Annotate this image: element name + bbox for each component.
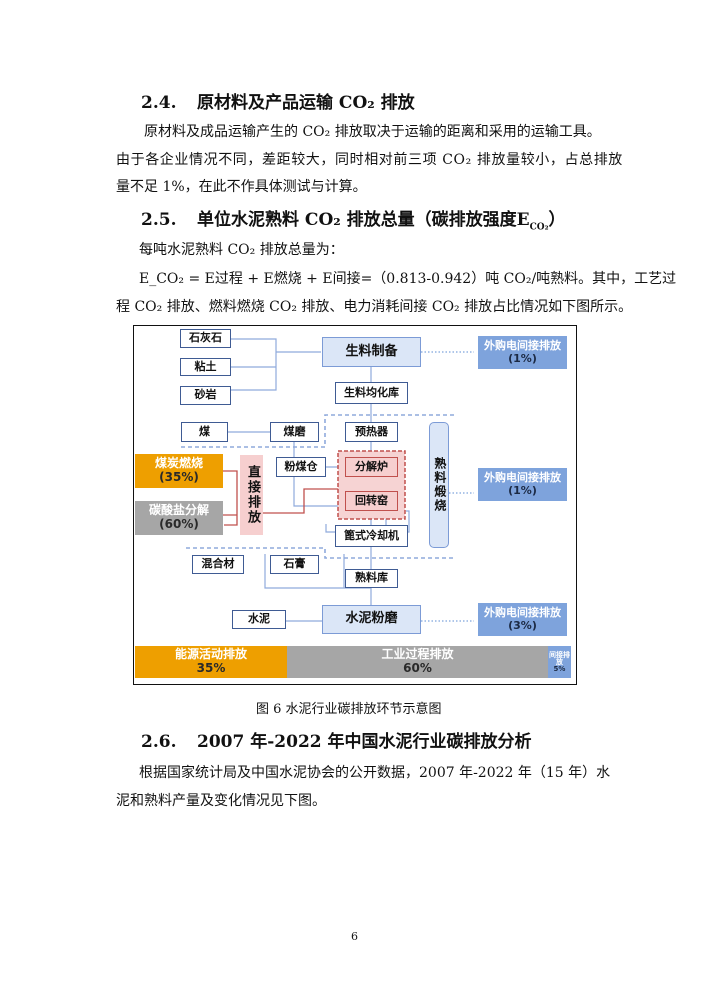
carbonate-decomposition-share: 碳酸盐分解(60%)	[135, 501, 223, 535]
raw-material-lines	[231, 338, 321, 391]
label: 外购电间接排放	[484, 338, 561, 352]
box-kiln: 回转窑	[345, 491, 398, 511]
percent: (60%)	[159, 517, 199, 531]
percent: (1%)	[508, 483, 537, 497]
box-calciner: 分解炉	[345, 457, 398, 477]
label: 碳酸盐分解	[148, 503, 209, 518]
box-direct-emission: 直接排放	[240, 455, 263, 535]
indirect-electricity-3: 外购电间接排放(3%)	[478, 603, 567, 636]
coal-lines	[228, 431, 410, 533]
box-pc-bin: 粉煤仓	[276, 457, 326, 477]
section-heading-2-5: 2.5. 单位水泥熟料 CO₂ 排放总量（碳排放强度ECO₂）	[141, 205, 566, 232]
label: 外购电间接排放	[484, 470, 561, 484]
box-cement: 水泥	[232, 610, 286, 629]
section-title: 单位水泥熟料 CO₂ 排放总量（碳排放强度E	[197, 210, 530, 230]
paragraph-line: 原材料及成品运输产生的 CO₂ 排放取决于运输的距离和采用的运输工具。	[144, 124, 601, 140]
section-number: 2.5.	[141, 210, 177, 230]
section-title: 原材料及产品运输 CO₂ 排放	[197, 93, 415, 113]
percent: (3%)	[508, 618, 537, 632]
paragraph-line: 泥和熟料产量及变化情况见下图。	[116, 793, 326, 809]
box-sandstone: 砂岩	[180, 386, 231, 405]
direct-emission-lines	[223, 470, 345, 526]
section-number: 2.4.	[141, 93, 177, 113]
percent: (1%)	[508, 351, 537, 365]
figure-caption: 图 6 水泥行业碳排放环节示意图	[256, 702, 442, 717]
box-coal: 煤	[181, 422, 228, 442]
label: 工业过程排放	[381, 647, 454, 662]
box-admixture: 混合材	[192, 555, 244, 574]
box-clinker-calcination: 熟料煅烧	[429, 422, 449, 548]
percent: (35%)	[159, 470, 199, 484]
dashed-boundary-bottom	[186, 547, 455, 559]
box-cooler: 篦式冷却机	[335, 525, 408, 547]
box-clay: 粘土	[180, 358, 231, 376]
label: 能源活动排放	[174, 647, 247, 662]
paragraph-line: 量不足 1%，在此不作具体测试与计算。	[116, 179, 367, 195]
box-limestone: 石灰石	[180, 329, 231, 348]
paragraph-line: 程 CO₂ 排放、燃料燃烧 CO₂ 排放、电力消耗间接 CO₂ 排放占比情况如下…	[116, 299, 633, 315]
coal-combustion-share: 煤炭燃烧(35%)	[135, 454, 223, 488]
box-coal-mill: 煤磨	[270, 422, 319, 442]
label: 外购电间接排放	[484, 605, 561, 619]
indirect-electricity-2: 外购电间接排放(1%)	[478, 468, 567, 501]
box-gypsum: 石膏	[270, 555, 319, 574]
section-heading-2-6: 2.6. 2007 年-2022 年中国水泥行业碳排放分析	[141, 727, 532, 752]
paragraph-line: 根据国家统计局及中国水泥协会的公开数据，2007 年-2022 年（15 年）水	[139, 765, 611, 781]
bracket: ）	[548, 210, 566, 230]
section-heading-2-4: 2.4. 原材料及产品运输 CO₂ 排放	[141, 88, 415, 113]
indirect-electricity-1: 外购电间接排放(1%)	[478, 336, 567, 369]
cement-emission-diagram: 石灰石 粘土 砂岩 生料制备 生料均化库 煤 煤磨 预热器 粉煤仓 分解炉 回转…	[133, 325, 577, 685]
formula-line: E_CO₂ = E过程 + E燃烧 + E间接=（0.813-0.942）吨 C…	[139, 271, 677, 287]
dashed-boundary-top	[181, 414, 455, 448]
paragraph-line: 每吨水泥熟料 CO₂ 排放总量为：	[139, 242, 344, 258]
box-raw-prep: 生料制备	[322, 337, 421, 367]
subscript: CO₂	[529, 222, 549, 233]
percent: 5%	[553, 664, 566, 673]
box-cement-mill: 水泥粉磨	[322, 605, 421, 634]
box-clinker-store: 熟料库	[345, 569, 398, 588]
box-preheater: 预热器	[345, 422, 398, 442]
page-number: 6	[351, 930, 358, 943]
cement-lines	[264, 554, 371, 622]
paragraph-line: 由于各企业情况不同，差距较大，同时相对前三项 CO₂ 排放量较小，占总排放	[116, 152, 623, 168]
percent: 35%	[196, 661, 226, 675]
indirect-dotted-lines	[421, 351, 474, 622]
label: 间接排放	[549, 650, 570, 666]
section-title: 2007 年-2022 年中国水泥行业碳排放分析	[197, 732, 532, 752]
percent: 60%	[403, 661, 432, 675]
box-raw-homogenization: 生料均化库	[335, 382, 408, 404]
label: 煤炭燃烧	[154, 456, 203, 471]
section-number: 2.6.	[141, 732, 177, 752]
